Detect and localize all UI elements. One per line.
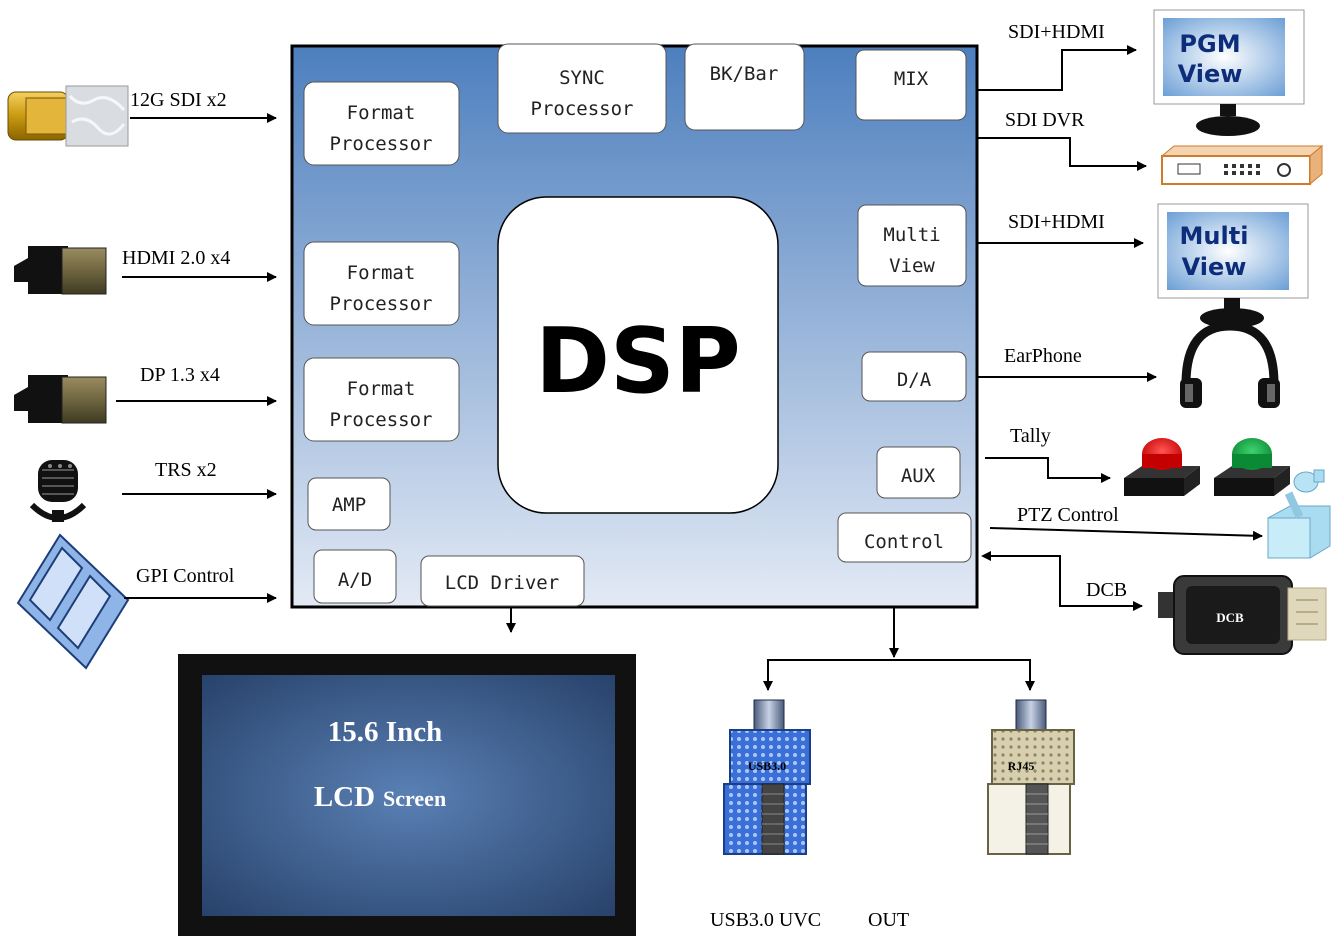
gpi-terminal-icon [16,533,130,670]
svg-text:Processor: Processor [330,409,433,431]
svg-text:DSP: DSP [535,309,741,414]
uvc-caption: USB3.0 UVC [710,909,821,931]
pgm-link-label: SDI+HDMI [1008,21,1105,43]
svg-text:AMP: AMP [332,494,366,516]
microphone-icon [29,460,87,522]
trs-input-label: TRS x2 [155,459,217,481]
bk-bar-module: BK/Bar [684,43,805,131]
svg-text:USB3.0: USB3.0 [748,759,786,773]
aux-module: AUX [876,446,961,499]
svg-text:15.6 Inch: 15.6 Inch [328,716,442,748]
earphone-label: EarPhone [1004,345,1082,367]
format-processor-1: Format Processor [303,81,460,166]
svg-text:BK/Bar: BK/Bar [710,63,779,85]
joystick-icon [1267,469,1331,559]
svg-text:Multi: Multi [883,224,940,246]
hdmi-connector-icon [14,246,107,295]
ptz-label: PTZ Control [1017,504,1119,526]
svg-text:Processor: Processor [531,98,634,120]
svg-text:View: View [1178,60,1243,88]
hdmi-input-label: HDMI 2.0 x4 [122,247,230,269]
svg-text:PGM: PGM [1179,30,1240,58]
svg-text:Format: Format [347,378,416,400]
gpi-input-label: GPI Control [136,565,235,587]
amp-module: AMP [307,477,391,531]
da-module: D/A [861,351,967,402]
dvr-link-label: SDI DVR [1005,109,1085,131]
svg-text:Control: Control [864,531,944,553]
svg-text:RJ45: RJ45 [1008,759,1035,773]
svg-text:View: View [1182,253,1247,281]
svg-text:D/A: D/A [897,369,932,391]
multiview-module: Multi View [857,204,967,287]
svg-text:Processor: Processor [330,133,433,155]
dcb-label: DCB [1086,579,1127,601]
sdi-connector-icon [7,85,129,147]
mv-link-label: SDI+HDMI [1008,211,1105,233]
format-processor-3: Format Processor [303,357,460,442]
dsp-core: DSP [497,196,779,514]
mix-module: MIX [855,49,967,121]
sync-processor: SYNC Processor [497,43,667,134]
rj45-port-icon: RJ45 [987,699,1075,855]
format-processor-2: Format Processor [303,241,460,326]
svg-text:DCB: DCB [1216,610,1244,625]
dp-input-label: DP 1.3 x4 [140,364,220,386]
multiview-monitor-icon: Multi View [1157,203,1309,328]
svg-text:MIX: MIX [894,68,929,90]
svg-text:LCD Driver: LCD Driver [445,572,559,594]
usb-port-icon: USB3.0 [723,699,811,855]
tally-red-icon [1124,438,1200,496]
svg-text:A/D: A/D [338,569,372,591]
control-module: Control [837,512,972,563]
svg-text:Format: Format [347,262,416,284]
headphones-icon [1180,321,1280,408]
svg-text:Multi: Multi [1180,222,1249,250]
tally-label: Tally [1010,425,1051,447]
out-caption: OUT [868,909,909,931]
svg-text:View: View [889,255,935,277]
dvr-recorder-icon [1160,144,1324,186]
dcb-box-icon: DCB [1158,575,1327,655]
dp-connector-icon [14,375,107,424]
svg-text:Processor: Processor [330,293,433,315]
ad-module: A/D [313,549,397,604]
svg-text:Format: Format [347,102,416,124]
tally-green-icon [1214,438,1290,496]
svg-text:AUX: AUX [901,465,936,487]
lcd-driver-module: LCD Driver [420,555,585,607]
pgm-monitor-icon: PGM View [1153,9,1305,136]
sdi-input-label: 12G SDI x2 [130,89,227,111]
svg-text:SYNC: SYNC [559,67,605,89]
